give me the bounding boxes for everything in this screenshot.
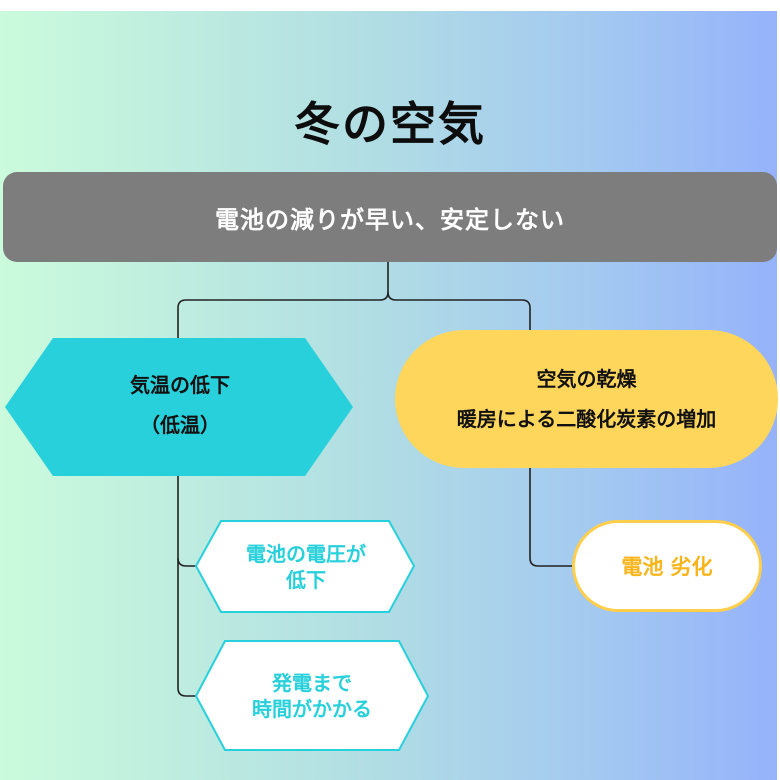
connector-banner-stem xyxy=(177,262,389,338)
voltage-effect-label: 電池の電圧が 低下 xyxy=(206,521,406,612)
temperature-cause-line2: （低温） xyxy=(140,413,220,437)
connector-left-voltage xyxy=(177,557,206,567)
top-frame-strip xyxy=(0,0,780,11)
power-effect-line2: 時間がかかる xyxy=(252,696,372,721)
right-frame-strip xyxy=(777,0,780,780)
voltage-hexagon xyxy=(194,520,416,613)
voltage-effect-line2: 低下 xyxy=(286,567,326,592)
summary-banner-text: 電池の減りが早い、安定しない xyxy=(215,205,565,234)
connector-left-trunk xyxy=(177,476,206,697)
power-hexagon xyxy=(194,640,430,751)
dryness-cause-line1: 空気の乾燥 xyxy=(536,367,637,391)
dryness-cause-box: 空気の乾燥 暖房による二酸化炭素の増加 xyxy=(395,330,778,468)
battery-degradation-text: 電池 劣化 xyxy=(621,555,713,579)
connector-right-trunk xyxy=(529,468,574,567)
connector-banner-right xyxy=(387,291,531,330)
summary-banner: 電池の減りが早い、安定しない xyxy=(3,172,777,262)
diagram-title: 冬の空気 xyxy=(294,97,486,151)
temperature-hexagon xyxy=(5,338,353,476)
temperature-cause-label: 気温の低下 （低温） xyxy=(30,340,330,470)
voltage-effect-line1: 電池の電圧が xyxy=(246,541,366,566)
power-effect-label: 発電まで 時間がかかる xyxy=(206,641,418,750)
battery-degradation-box: 電池 劣化 xyxy=(572,520,762,612)
temperature-cause-line1: 気温の低下 xyxy=(130,373,230,397)
power-effect-line1: 発電まで xyxy=(272,670,352,695)
dryness-cause-line2: 暖房による二酸化炭素の増加 xyxy=(456,407,717,431)
